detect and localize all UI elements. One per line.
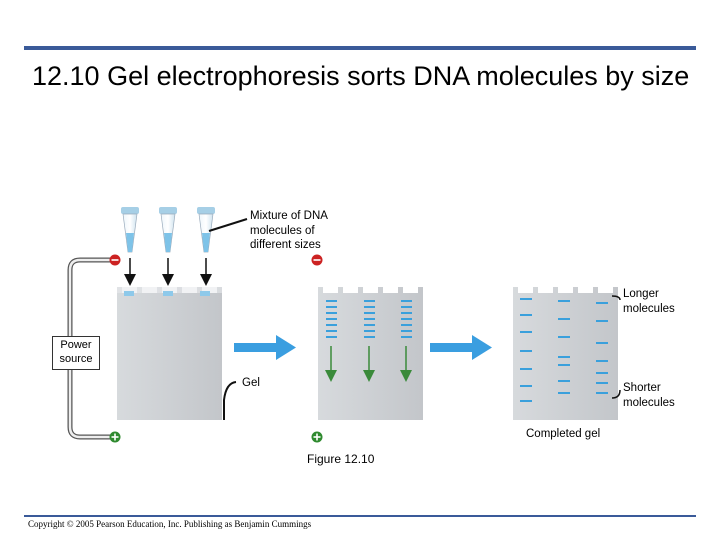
negative-electrode-icon [109, 254, 121, 266]
completed-gel-label: Completed gel [526, 428, 601, 440]
top-rule [24, 46, 696, 50]
longer-molecules-label: Longer molecules [623, 288, 675, 315]
gel-slab-completed [513, 287, 618, 420]
slide-title: 12.10 Gel electrophoresis sorts DNA mole… [32, 61, 690, 91]
gel-slab-loading [117, 287, 222, 420]
pipette-icon [159, 207, 177, 253]
positive-electrode-icon [311, 431, 323, 443]
bottom-rule [24, 515, 696, 517]
dna-band-group [520, 298, 608, 402]
right-arrow-icon [234, 335, 296, 360]
dna-band-group [326, 300, 412, 338]
mixture-label: Mixture of DNA molecules of different si… [250, 210, 328, 251]
positive-electrode-icon [109, 431, 121, 443]
figure-caption: Figure 12.10 [307, 452, 375, 466]
pipette-icon [121, 207, 139, 253]
power-source-label: Power source [52, 336, 100, 370]
pipette-icon [197, 207, 215, 253]
shorter-molecules-label: Shorter molecules [623, 382, 675, 409]
right-arrow-icon [430, 335, 492, 360]
gel-slab-running [318, 287, 423, 420]
negative-electrode-icon [311, 254, 323, 266]
copyright-text: Copyright © 2005 Pearson Education, Inc.… [28, 519, 312, 529]
mixture-leader-line [208, 218, 248, 232]
longer-leader-line [611, 295, 621, 301]
gel-label: Gel [242, 377, 260, 389]
shorter-leader-line [611, 389, 621, 399]
gel-leader-line [223, 381, 237, 420]
